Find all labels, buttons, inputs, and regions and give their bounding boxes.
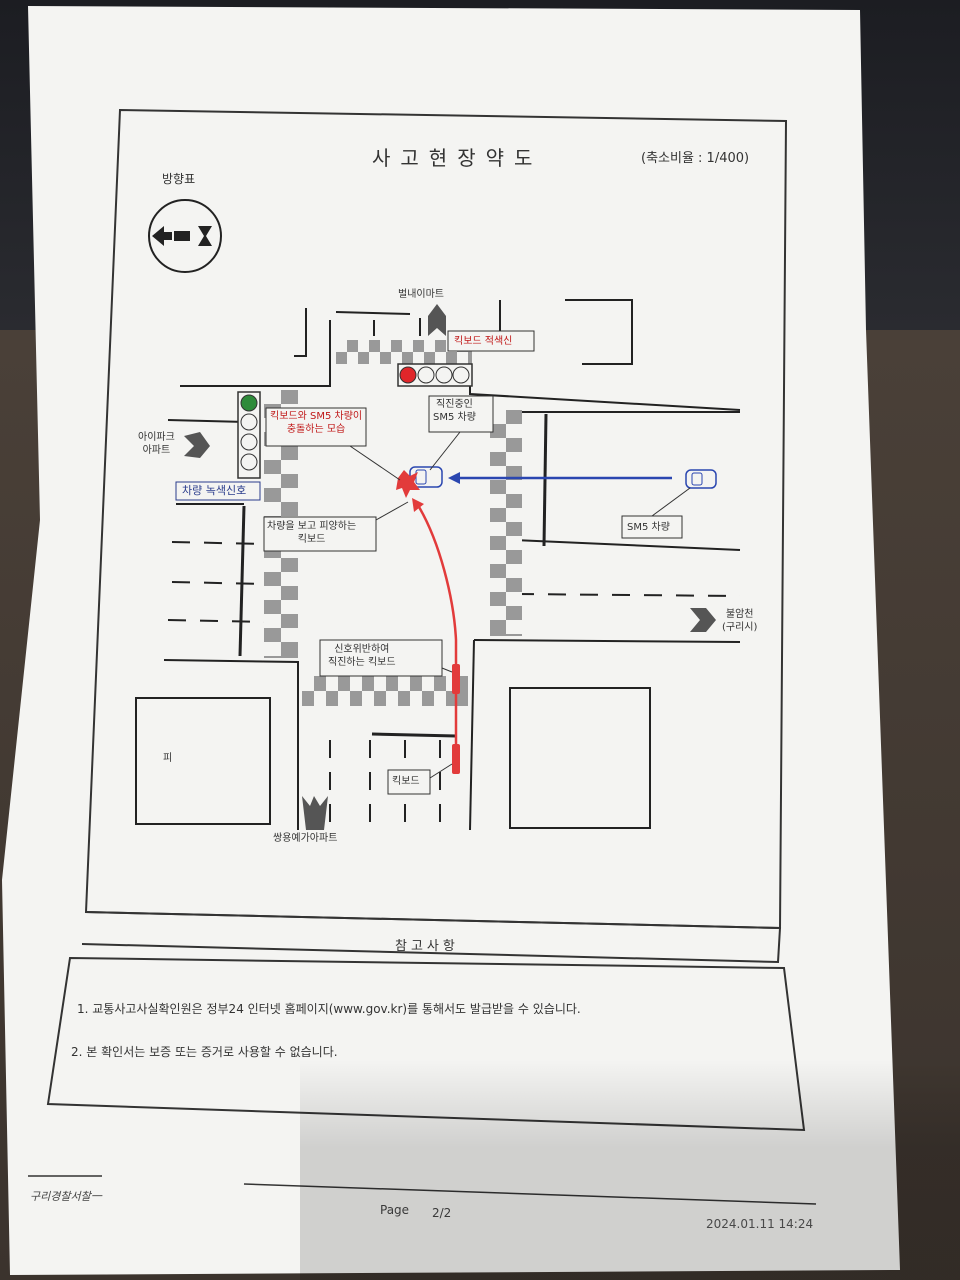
kickboard-icons (452, 664, 460, 774)
label-ipark-apartment: 아이파크 아파트 (138, 432, 175, 456)
label-sm5-vehicle: SM5 차량 (627, 522, 670, 533)
label-vehicle-green-signal: 차량 녹색신호 (182, 484, 247, 497)
diagram-frame (46, 108, 806, 1132)
footer-datetime: 2024.01.11 14:24 (706, 1217, 814, 1231)
label-north-building: 벌내이마트 (398, 289, 444, 300)
traffic-signal-north (397, 363, 473, 387)
label-left-building: 피 (163, 753, 173, 764)
collision-mark (396, 470, 420, 498)
direction-label: 방향표 (162, 172, 196, 186)
traffic-signal-west (237, 391, 261, 479)
note-item-1: 1. 교통사고사실확인원은 정부24 인터넷 홈페이지(www.gov.kr)를… (77, 1002, 581, 1016)
lane-markings (167, 318, 741, 830)
footer-page-number: 2/2 (432, 1206, 452, 1220)
label-bulamcheon: 불암천 (구리시) (722, 609, 758, 633)
label-kickboard-red-signal: 킥보드 적색신 (454, 336, 513, 347)
label-boxes (175, 330, 683, 795)
label-kickboard: 킥보드 (392, 776, 420, 787)
direction-compass (148, 199, 222, 273)
page-title: 사고현장약도 (372, 146, 543, 170)
label-collision-description: 킥보드와 SM5 차량이 충돌하는 모습 (270, 411, 363, 435)
road-lines (163, 299, 741, 831)
footer-station: 구리경찰서찰一 (30, 1190, 102, 1203)
footer-page-label: Page (380, 1203, 410, 1217)
kickboard-path (412, 498, 458, 760)
note-item-2: 2. 본 확인서는 보증 또는 증거로 사용할 수 없습니다. (71, 1045, 338, 1059)
label-ssangyong-apartment: 쌍용예가아파트 (273, 833, 338, 844)
place-arrows (184, 304, 716, 830)
label-avoiding-kickboard: 차량을 보고 피양하는 킥보드 (267, 521, 357, 545)
label-straight-sm5: 직진중인 SM5 차량 (433, 399, 476, 423)
notes-heading: 참고사항 (395, 939, 459, 954)
sm5-path (448, 472, 672, 484)
sm5-car-moving (685, 469, 717, 489)
buildings (135, 687, 651, 829)
label-signal-violation: 신호위반하여 직진하는 킥보드 (328, 644, 396, 668)
scale-ratio: (축소비율 : 1/400) (641, 151, 750, 166)
